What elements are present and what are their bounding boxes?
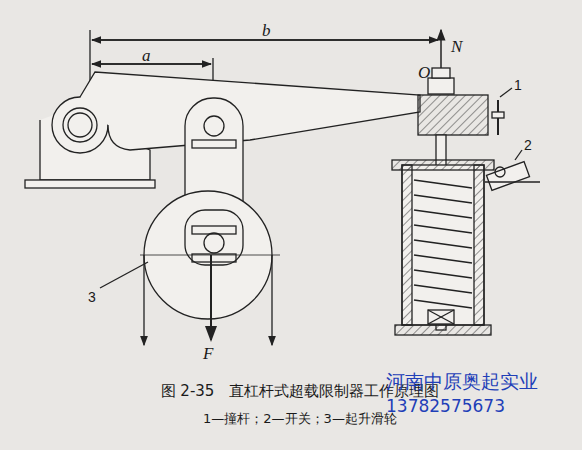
spring-coil bbox=[414, 285, 472, 293]
spring-coil bbox=[414, 270, 472, 278]
force-label: F bbox=[203, 345, 213, 362]
callout-number: 1 bbox=[514, 78, 522, 92]
spring-coil bbox=[414, 180, 472, 188]
legend-text: 1—撞杆；2—开关；3—起升滑轮 bbox=[203, 412, 397, 425]
callout-number: 2 bbox=[524, 138, 532, 152]
spring-coil bbox=[414, 210, 472, 218]
spring-coil bbox=[414, 300, 472, 308]
spring-coil bbox=[414, 240, 472, 248]
spring-coil bbox=[414, 255, 472, 263]
dimension-label: b bbox=[262, 22, 271, 39]
point-label: O bbox=[418, 64, 430, 81]
spring-coil bbox=[414, 195, 472, 203]
watermark: 13782575673 bbox=[386, 398, 505, 415]
force-label: N bbox=[451, 38, 462, 55]
spring-coil bbox=[414, 225, 472, 233]
callout-number: 3 bbox=[88, 290, 96, 304]
dimension-label: a bbox=[142, 47, 151, 64]
watermark: 河南中原奥起实业 bbox=[386, 372, 538, 391]
